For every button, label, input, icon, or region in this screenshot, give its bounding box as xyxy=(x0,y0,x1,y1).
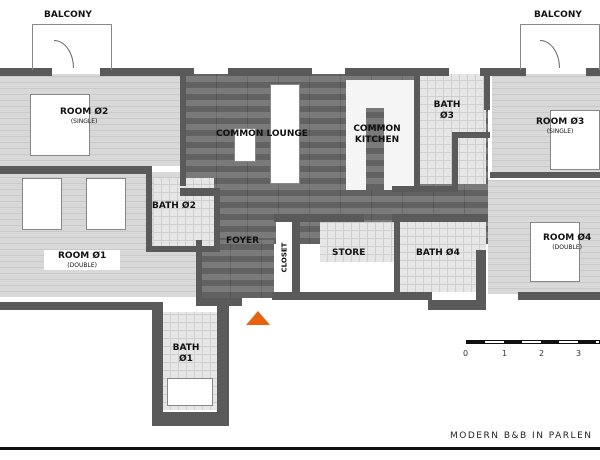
closet-label: CLOSET xyxy=(280,242,289,273)
wall xyxy=(0,68,52,76)
wall xyxy=(452,136,458,192)
wall xyxy=(392,186,456,192)
wall xyxy=(146,166,152,252)
wall xyxy=(345,68,449,76)
room-3-label: ROOM Ø3(SINGLE) xyxy=(536,117,585,135)
scale-label: 2 xyxy=(539,349,545,358)
wall xyxy=(452,132,490,138)
bath-4-floor xyxy=(400,222,486,292)
wall xyxy=(392,214,488,222)
wall xyxy=(100,68,194,76)
bath-2-floor xyxy=(154,178,214,248)
bed xyxy=(30,94,90,156)
wall xyxy=(394,218,400,294)
store-floor xyxy=(320,222,394,262)
wall xyxy=(228,68,312,76)
wall xyxy=(180,74,186,186)
wall xyxy=(0,166,148,174)
bath-2-label: BATH Ø2 xyxy=(152,201,196,211)
wall xyxy=(518,292,600,300)
foyer-label: FOYER xyxy=(226,236,260,246)
scale-label: 3 xyxy=(576,349,582,358)
wall xyxy=(414,74,420,190)
wall xyxy=(152,412,229,426)
wall xyxy=(196,240,202,306)
wall xyxy=(0,302,160,310)
balcony-label: BALCONY xyxy=(44,10,92,20)
coffee-table xyxy=(234,128,256,162)
wall xyxy=(274,214,364,222)
balcony-right xyxy=(520,24,600,70)
kitchen-label: COMMON KITCHEN xyxy=(353,124,401,145)
title-rule xyxy=(0,447,600,450)
wall xyxy=(484,74,490,110)
kitchen-floor xyxy=(366,108,384,190)
lounge-label: COMMON LOUNGE xyxy=(216,129,308,139)
wall xyxy=(272,292,432,300)
store-label: STORE xyxy=(332,248,366,258)
wall xyxy=(214,188,220,250)
plan-title: MODERN B&B IN PARLEN xyxy=(450,431,593,441)
wall xyxy=(490,172,600,178)
wall xyxy=(146,246,220,252)
wall xyxy=(217,306,229,426)
foyer-floor xyxy=(200,240,274,298)
wall xyxy=(180,188,218,196)
scale-label: 0 xyxy=(463,349,469,358)
room-1-label: ROOM Ø1(DOUBLE) xyxy=(44,250,121,270)
wall xyxy=(196,298,242,306)
bed xyxy=(530,222,580,282)
bathtub xyxy=(167,378,213,406)
scale-bar xyxy=(466,340,600,344)
sofa xyxy=(270,84,300,184)
bath-3-label: BATH Ø3 xyxy=(433,100,461,121)
wall xyxy=(428,300,486,310)
room-4-label: ROOM Ø4(DOUBLE) xyxy=(543,233,592,251)
scale-label: 1 xyxy=(502,349,508,358)
bed xyxy=(86,178,126,230)
wall xyxy=(152,302,163,426)
bath-1-label: BATH Ø1 xyxy=(172,343,200,364)
wall xyxy=(480,68,526,76)
wall xyxy=(476,250,486,310)
wall xyxy=(292,218,300,298)
room-2-label: ROOM Ø2(SINGLE) xyxy=(60,107,109,125)
balcony-left xyxy=(32,24,112,70)
closet xyxy=(276,222,292,292)
entrance-marker-icon xyxy=(246,311,270,325)
bed xyxy=(22,178,62,230)
bath-4-label: BATH Ø4 xyxy=(416,248,460,258)
wall xyxy=(586,68,600,76)
balcony-label: BALCONY xyxy=(534,10,582,20)
